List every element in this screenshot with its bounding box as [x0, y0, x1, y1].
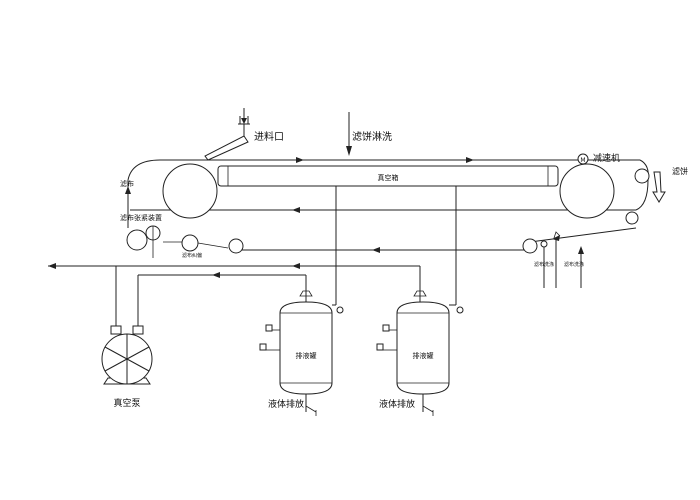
cloth-wash-nozzles [540, 231, 584, 288]
cloth-wash-label-1: 滤布洗涤 [534, 261, 554, 268]
filter-cloth-label: 滤布 [120, 179, 134, 188]
filter-cake-arrow [652, 171, 666, 203]
reducer-label: 减速机 [593, 152, 620, 164]
cake-wash-label: 滤饼淋洗 [352, 130, 392, 143]
corrector-roller [181, 234, 199, 252]
drain-tank-2-label: 排液罐 [413, 351, 434, 360]
vacuum-pump-label: 真空泵 [113, 397, 140, 409]
return-roller-left [228, 238, 244, 254]
drain-tank-2 [376, 290, 464, 416]
vacuum-pump-icon [101, 325, 153, 385]
feed-inlet-label: 进料口 [254, 130, 284, 143]
drain-tank-1-label: 排液罐 [296, 351, 317, 360]
feed-inlet-assembly [204, 108, 250, 161]
cloth-corrector-label: 滤布纠偏 [182, 252, 202, 259]
vacuum-box [217, 165, 559, 187]
vacuum-piping [48, 186, 457, 326]
filter-cake-label: 滤饼 [672, 166, 688, 176]
tail-bottom-roller [625, 211, 639, 225]
drain-tank-1 [259, 290, 344, 416]
cloth-tensioner-label: 滤布张紧装置 [120, 213, 162, 222]
tail-end-roller [634, 168, 650, 184]
cake-wash-arrow [346, 112, 352, 156]
return-roller-right [522, 238, 538, 254]
liquid-discharge-2-label: 液体排放 [379, 398, 415, 410]
cloth-wash-label-2: 滤布洗涤 [564, 261, 584, 268]
liquid-discharge-1-label: 液体排放 [268, 398, 304, 410]
vacuum-box-label: 真空箱 [378, 173, 399, 182]
head-drum [162, 163, 218, 219]
tail-drum [559, 163, 615, 219]
tension-roller-1 [126, 229, 148, 251]
reducer-motor-symbol: M [580, 157, 585, 164]
filter-belt [125, 157, 649, 253]
reducer-motor-icon [577, 153, 589, 165]
